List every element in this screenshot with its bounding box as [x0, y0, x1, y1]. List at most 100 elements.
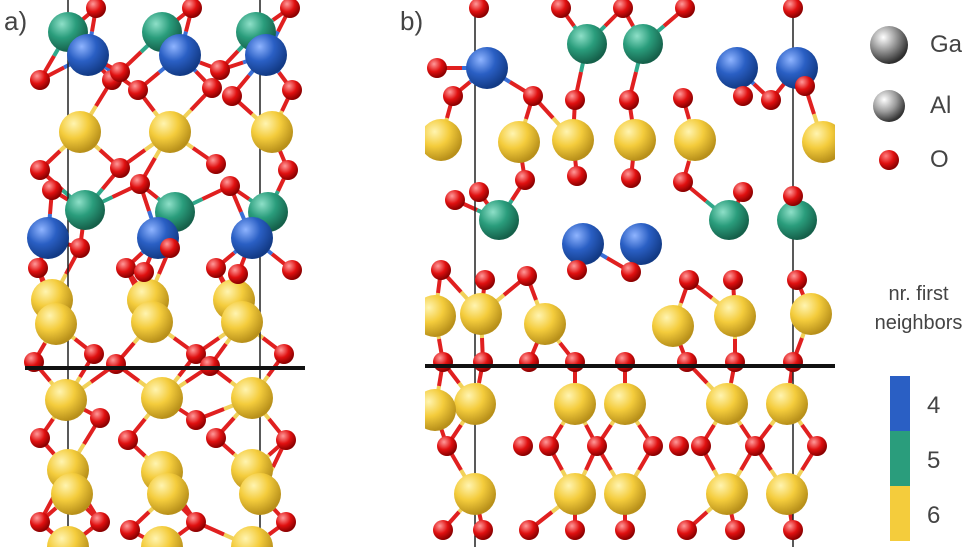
oxygen-atom	[42, 180, 62, 200]
oxygen-atom	[565, 90, 585, 110]
six-coordinated-atom	[131, 301, 173, 343]
colorbar-tick-6: 6	[927, 502, 941, 529]
oxygen-atom	[130, 174, 150, 194]
oxygen-atom	[427, 58, 447, 78]
oxygen-atom	[795, 76, 815, 96]
four-coordinated-atom	[466, 47, 508, 89]
oxygen-atom	[278, 160, 298, 180]
six-coordinated-atom	[59, 111, 101, 153]
oxygen-atom	[30, 160, 50, 180]
oxygen-atom	[28, 258, 48, 278]
oxygen-atom	[469, 0, 489, 18]
oxygen-atom	[473, 352, 493, 372]
oxygen-atom	[276, 512, 296, 532]
oxygen-atom	[679, 270, 699, 290]
panel-b-structure	[425, 0, 835, 547]
five-coordinated-atom	[709, 200, 749, 240]
legend-al-label: Al	[930, 92, 952, 119]
six-coordinated-atom	[141, 377, 183, 419]
colorbar-title-line1: nr. first	[888, 283, 949, 305]
oxygen-atom	[431, 260, 451, 280]
oxygen-atom	[134, 262, 154, 282]
oxygen-atom	[443, 86, 463, 106]
oxygen-atom	[280, 0, 300, 18]
legend-al: Al	[868, 88, 951, 124]
colorbar-tick-5: 5	[927, 447, 941, 474]
oxygen-atom	[445, 190, 465, 210]
six-coordinated-atom	[425, 295, 456, 337]
five-coordinated-atom	[479, 200, 519, 240]
four-coordinated-atom	[620, 223, 662, 265]
oxygen-atom	[587, 436, 607, 456]
oxygen-atom	[110, 62, 130, 82]
four-coordinated-atom	[562, 223, 604, 265]
six-coordinated-atom	[498, 121, 540, 163]
oxygen-atom	[725, 352, 745, 372]
oxygen-atom	[619, 90, 639, 110]
panel-b-atoms	[425, 0, 835, 540]
six-coordinated-atom	[766, 383, 808, 425]
oxygen-atom	[745, 436, 765, 456]
oxygen-atom	[675, 0, 695, 18]
o-sphere-icon	[879, 150, 899, 170]
oxygen-atom	[186, 410, 206, 430]
oxygen-atom	[116, 258, 136, 278]
oxygen-atom	[282, 260, 302, 280]
oxygen-atom	[220, 176, 240, 196]
oxygen-atom	[733, 182, 753, 202]
six-coordinated-atom	[454, 383, 496, 425]
six-coordinated-atom	[706, 383, 748, 425]
six-coordinated-atom	[231, 377, 273, 419]
legend-o-label: O	[930, 146, 949, 173]
oxygen-atom	[186, 344, 206, 364]
oxygen-atom	[515, 170, 535, 190]
oxygen-atom	[30, 428, 50, 448]
six-coordinated-atom	[706, 473, 748, 515]
colorbar-title-line2: neighbors	[874, 312, 963, 334]
six-coordinated-atom	[554, 473, 596, 515]
oxygen-atom	[551, 0, 571, 18]
oxygen-atom	[733, 86, 753, 106]
oxygen-atom	[673, 88, 693, 108]
six-coordinated-atom	[231, 526, 273, 547]
oxygen-atom	[513, 436, 533, 456]
oxygen-atom	[523, 86, 543, 106]
oxygen-atom	[519, 352, 539, 372]
five-coordinated-atom	[65, 190, 105, 230]
oxygen-atom	[615, 352, 635, 372]
six-coordinated-atom	[790, 293, 832, 335]
oxygen-atom	[222, 86, 242, 106]
colorbar-swatch-5	[890, 431, 910, 486]
oxygen-atom	[783, 352, 803, 372]
oxygen-atom	[106, 354, 126, 374]
oxygen-atom	[86, 0, 106, 18]
oxygen-atom	[539, 436, 559, 456]
four-coordinated-atom	[27, 217, 69, 259]
four-coordinated-atom	[245, 34, 287, 76]
four-coordinated-atom	[716, 47, 758, 89]
oxygen-atom	[783, 520, 803, 540]
six-coordinated-atom	[766, 473, 808, 515]
oxygen-atom	[120, 520, 140, 540]
six-coordinated-atom	[251, 111, 293, 153]
legend-ga: Ga	[868, 24, 962, 66]
six-coordinated-atom	[802, 121, 835, 163]
oxygen-atom	[783, 186, 803, 206]
oxygen-atom	[90, 512, 110, 532]
colorbar-swatch-4	[890, 376, 910, 431]
oxygen-atom	[84, 344, 104, 364]
panel-a-structure	[24, 0, 305, 547]
oxygen-atom	[30, 70, 50, 90]
six-coordinated-atom	[552, 119, 594, 161]
six-coordinated-atom	[51, 473, 93, 515]
oxygen-atom	[621, 262, 641, 282]
six-coordinated-atom	[554, 383, 596, 425]
oxygen-atom	[186, 512, 206, 532]
oxygen-atom	[783, 0, 803, 18]
oxygen-atom	[433, 520, 453, 540]
oxygen-atom	[128, 80, 148, 100]
legend-o: O	[868, 146, 949, 174]
legend-ga-label: Ga	[930, 31, 963, 58]
four-coordinated-atom	[231, 217, 273, 259]
colorbar-title: nr. first neighbors	[862, 280, 975, 338]
